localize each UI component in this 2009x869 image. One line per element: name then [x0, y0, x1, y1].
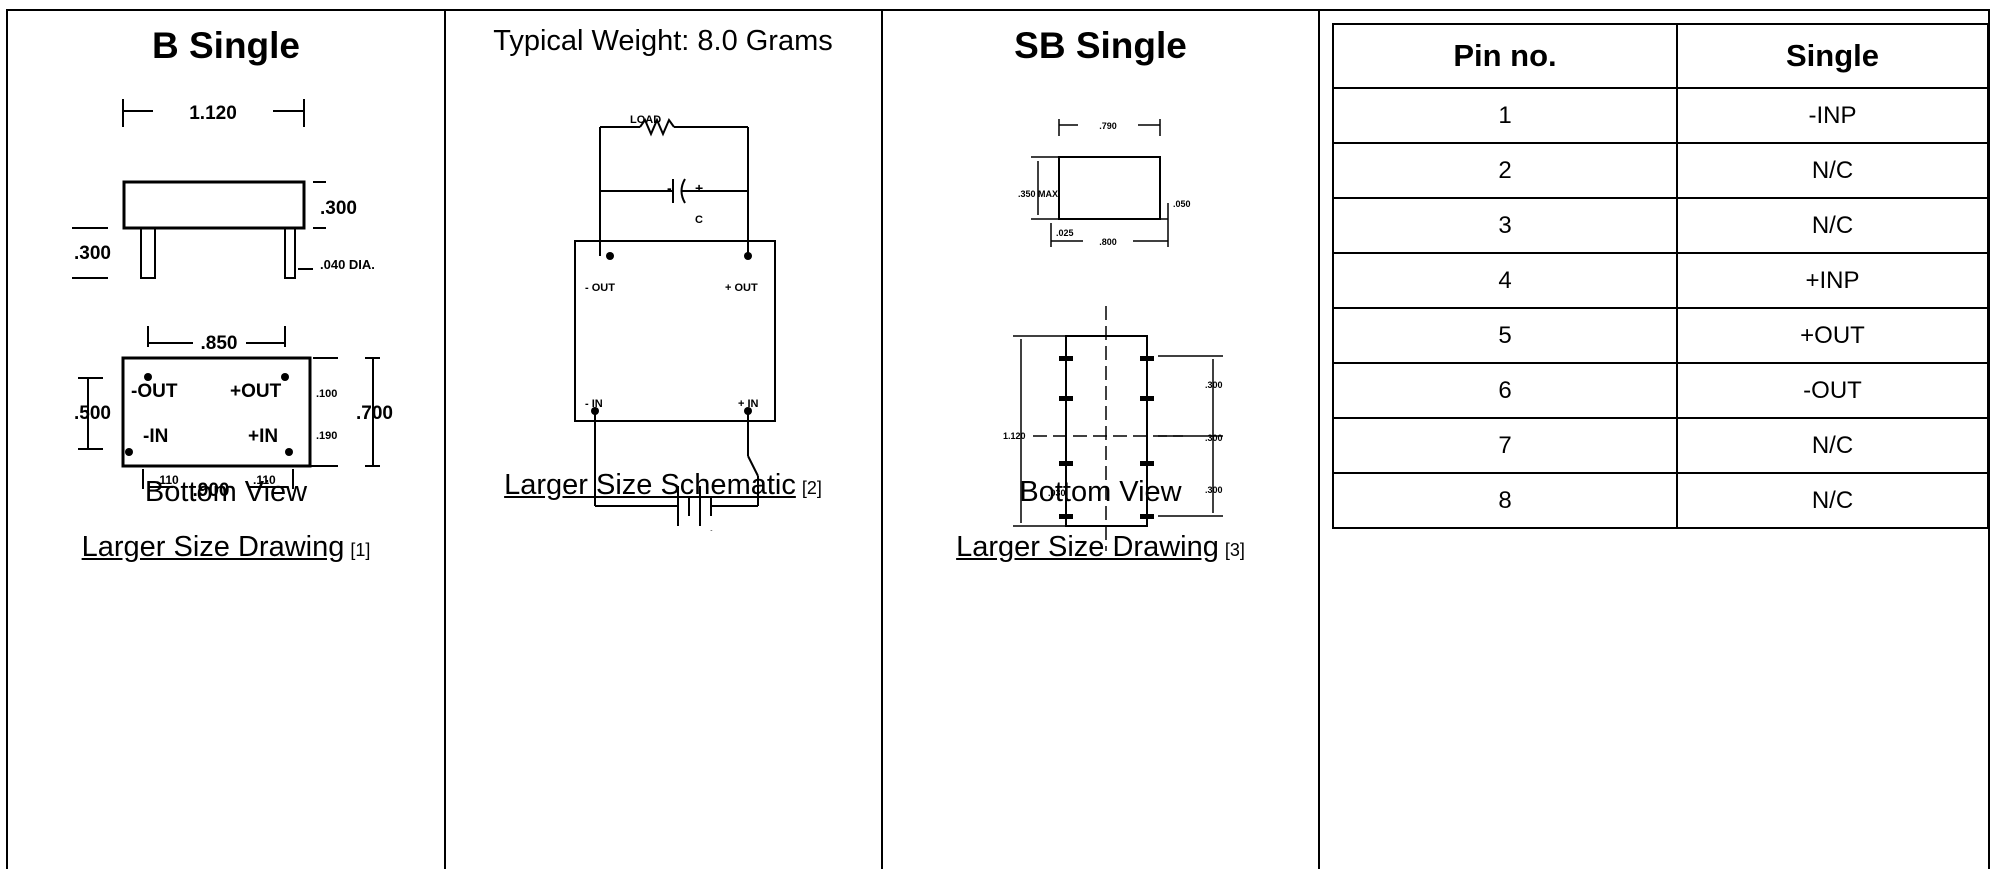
header-pin-no: Pin no. [1331, 23, 1679, 89]
dim-edge-110-right: .110 [253, 473, 276, 487]
sb-single-column: SB Single [883, 11, 1318, 869]
label-minus-out: -OUT [131, 381, 178, 402]
dim-width: 1.120 [189, 103, 237, 124]
b-single-view-label: Bottom View [144, 476, 308, 508]
dim-pin-dia: .040 DIA. [320, 257, 375, 272]
dim-edge-100: .100 [316, 388, 337, 400]
sb-dim-height-max: .350 MAX. [1018, 189, 1061, 199]
schem-bat-plus: + [707, 526, 716, 531]
column-divider [444, 11, 446, 869]
table-row: 6-OUT [1331, 362, 1989, 419]
dim-height-pin: .300 [74, 243, 111, 264]
table-row: 5+OUT [1331, 307, 1989, 364]
larger-schematic-link[interactable]: Larger Size Schematic [504, 469, 796, 501]
label-plus-in: +IN [248, 426, 278, 447]
pin-function: +INP [1676, 252, 1989, 309]
sb-single-link-row: Larger Size Drawing[3] [883, 531, 1318, 564]
dim-height-top: .300 [320, 198, 357, 219]
schem-minus-out: - OUT [585, 282, 615, 294]
column-divider [881, 11, 883, 869]
sb-dim-length: 1.120 [1003, 431, 1026, 441]
sb-single-view-label: Bottom View [1019, 476, 1182, 508]
schematic-column: Typical Weight: 8.0 Grams [445, 11, 881, 869]
dim-base-900: .900 [193, 480, 230, 499]
sb-dim-sp3: .300 [1205, 485, 1223, 495]
page-frame: B Single [6, 9, 1990, 869]
sb-single-larger-drawing-link[interactable]: Larger Size Drawing [956, 531, 1219, 563]
b-single-link-ref: [1] [350, 540, 371, 560]
header-single: Single [1676, 23, 1989, 89]
sb-dim-sp2: .300 [1205, 433, 1223, 443]
label-plus-out: +OUT [230, 381, 282, 402]
dim-pin-spacing: .850 [201, 333, 238, 354]
pin-function: N/C [1676, 197, 1989, 254]
pin-number: 8 [1331, 472, 1679, 529]
column-divider [1318, 11, 1320, 869]
pin-number: 4 [1331, 252, 1679, 309]
schem-cap: C [695, 214, 703, 226]
dim-edge-110-left: .110 [156, 473, 179, 487]
pin-number: 1 [1331, 87, 1679, 144]
typical-weight: Typical Weight: 8.0 Grams [493, 25, 833, 57]
b-single-drawing: 1.120 .300 .300 .040 DIA. .850 -OUT +OUT… [72, 99, 393, 499]
pin-table-header: Pin no. Single [1331, 23, 1989, 89]
pin-function: N/C [1676, 472, 1989, 529]
b-single-column: B Single [8, 11, 444, 869]
schem-plus-out: + OUT [725, 282, 758, 294]
schem-cap-plus: + [695, 180, 703, 196]
schem-load: LOAD [630, 114, 661, 126]
pin-function: N/C [1676, 142, 1989, 199]
schem-bat-minus: - [665, 526, 670, 531]
schematic-drawing: LOAD C - + - OUT + OUT - IN + IN - + [574, 114, 776, 531]
schem-cap-minus: - [667, 180, 672, 196]
b-single-link-row: Larger Size Drawing[1] [8, 531, 444, 564]
dim-edge-190: .190 [316, 430, 337, 442]
b-single-larger-drawing-link[interactable]: Larger Size Drawing [81, 531, 345, 563]
table-row: 4+INP [1331, 252, 1989, 309]
sb-single-drawing: .790 .350 MAX. .050 .025 .800 1.120 .300… [1003, 119, 1223, 551]
schematic-link-ref: [2] [801, 478, 822, 498]
dim-height-500: .500 [74, 403, 111, 424]
sb-single-link-ref: [3] [1224, 540, 1245, 560]
sb-dim-top-w: .790 [1099, 121, 1117, 131]
table-row: 1-INP [1331, 87, 1989, 144]
dim-height-700: .700 [356, 403, 393, 424]
sb-dim-small: .030 [1048, 488, 1066, 498]
sb-single-title: SB Single [1014, 25, 1187, 66]
b-single-title: B Single [151, 25, 301, 66]
schem-plus-in: + IN [738, 398, 759, 410]
pin-function: -OUT [1676, 362, 1989, 419]
pin-number: 6 [1331, 362, 1679, 419]
pin-number: 2 [1331, 142, 1679, 199]
pin-number: 7 [1331, 417, 1679, 474]
pin-number: 3 [1331, 197, 1679, 254]
sb-dim-pin-off: .025 [1056, 228, 1074, 238]
sb-dim-base: .800 [1099, 237, 1117, 247]
pin-function: -INP [1676, 87, 1989, 144]
label-minus-in: -IN [143, 426, 168, 447]
pin-number: 5 [1331, 307, 1679, 364]
sb-dim-pin-w: .050 [1173, 199, 1191, 209]
schem-minus-in: - IN [585, 398, 603, 410]
schematic-link-row: Larger Size Schematic[2] [445, 469, 881, 502]
pin-function: +OUT [1676, 307, 1989, 364]
pin-function: N/C [1676, 417, 1989, 474]
sb-dim-sp1: .300 [1205, 380, 1223, 390]
